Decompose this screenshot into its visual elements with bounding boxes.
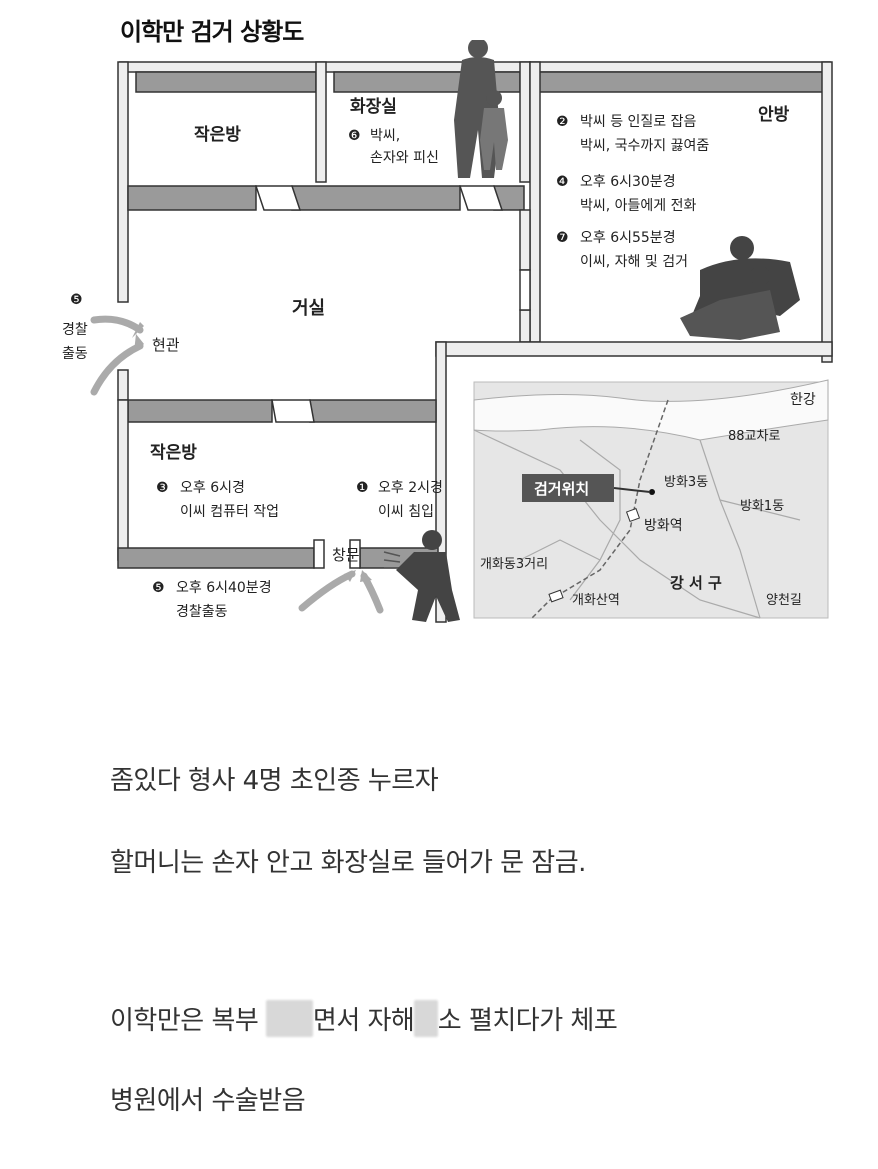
map-label-yangcheon-gil: 양천길 (766, 593, 802, 608)
living-room-label: 거실 (292, 298, 325, 319)
door-openings (254, 185, 531, 569)
grandmother-and-grandson-figure (454, 40, 508, 178)
bathroom-label: 화장실 (350, 97, 397, 117)
event-3-line2: 이씨 컴퓨터 작업 (180, 504, 279, 520)
event-7-line2: 이씨, 자해 및 검거 (580, 254, 688, 270)
paragraph-3: 이학만은 복부 쑤시면서 자해소소 펼치다가 체포 (110, 1000, 618, 1037)
location-map: 검거위치 한강 88교차로 방화3동 방화역 방화1동 개화동3거리 강 서 구… (473, 379, 829, 619)
event-5-line2: 경찰출동 (176, 604, 228, 620)
arrest-scene-figure (680, 236, 800, 340)
map-label-banghwa1dong: 방화1동 (740, 499, 784, 514)
blurred-text-1: 쑤시 (266, 1000, 313, 1037)
map-label-gaehwasan-station: 개화산역 (572, 593, 620, 608)
event-3-line1: 오후 6시경 (180, 480, 245, 496)
intruder-motion-lines (383, 551, 401, 569)
event-6-line2: 손자와 피신 (370, 150, 439, 166)
figure-title: 이학만 검거 상황도 (120, 18, 304, 46)
event-4-number: ❹ (556, 174, 569, 190)
event-2-number: ❷ (556, 114, 569, 130)
map-label-88-intersection: 88교차로 (728, 429, 780, 444)
window-label: 창문 (332, 546, 360, 564)
event-2-line1: 박씨 등 인질로 잡음 (580, 114, 697, 130)
event-4-line2: 박씨, 아들에게 전화 (580, 198, 697, 214)
map-label-gaehwadong-junction: 개화동3거리 (480, 557, 548, 572)
map-label-banghwa-station: 방화역 (644, 518, 683, 534)
map-label-gangseo-gu: 강 서 구 (670, 574, 722, 592)
entrance-police-line1: 경찰 (62, 322, 88, 338)
paragraph-3-part-c: 소 펼치다가 체포 (437, 1006, 618, 1036)
paragraph-1: 좀있다 형사 4명 초인종 누르자 (110, 766, 439, 796)
entrance-police-line2: 출동 (62, 346, 88, 362)
paragraph-4: 병원에서 수술받음 (110, 1086, 306, 1116)
event-6-number: ❻ (348, 128, 361, 144)
paragraph-2: 할머니는 손자 안고 화장실로 들어가 문 잠금. (110, 848, 586, 878)
event-1-line1: 오후 2시경 (378, 480, 443, 496)
event-5-number: ❺ (152, 580, 165, 596)
event-7-number: ❼ (556, 230, 569, 246)
event-3-number: ❸ (156, 480, 169, 496)
floor-plan-diagram: 작은방 화장실 안방 거실 현관 작은방 창문 ❻ 박씨, 손자와 피신 ❷ 박… (62, 40, 833, 623)
event-1-line2: 이씨 침입 (378, 504, 434, 520)
intruder-figure (396, 530, 460, 622)
arrow-heads (132, 322, 372, 582)
main-room-label: 안방 (758, 105, 790, 125)
floor-plan-walls (117, 61, 833, 623)
event-2-line2: 박씨, 국수까지 끓여줌 (580, 138, 709, 154)
map-label-banghwa3dong: 방화3동 (664, 475, 708, 490)
map-label-hangang: 한강 (790, 392, 816, 408)
small-room-top-label: 작은방 (194, 125, 241, 145)
paragraph-3-part-b: 면서 자해 (312, 1006, 415, 1036)
event-6-line1: 박씨, (370, 128, 400, 144)
paragraph-3-part-a: 이학만은 복부 (110, 1006, 267, 1036)
entrance-police-number: ❺ (70, 292, 83, 308)
event-4-line1: 오후 6시30분경 (580, 174, 676, 190)
blurred-text-2: 소 (414, 1000, 438, 1037)
event-7-line1: 오후 6시55분경 (580, 230, 676, 246)
event-1-number: ❶ (356, 480, 369, 496)
capture-location-label: 검거위치 (534, 480, 589, 498)
event-5-line1: 오후 6시40분경 (176, 580, 272, 596)
small-room-bottom-label: 작은방 (150, 443, 197, 463)
entrance-label: 현관 (152, 336, 180, 354)
